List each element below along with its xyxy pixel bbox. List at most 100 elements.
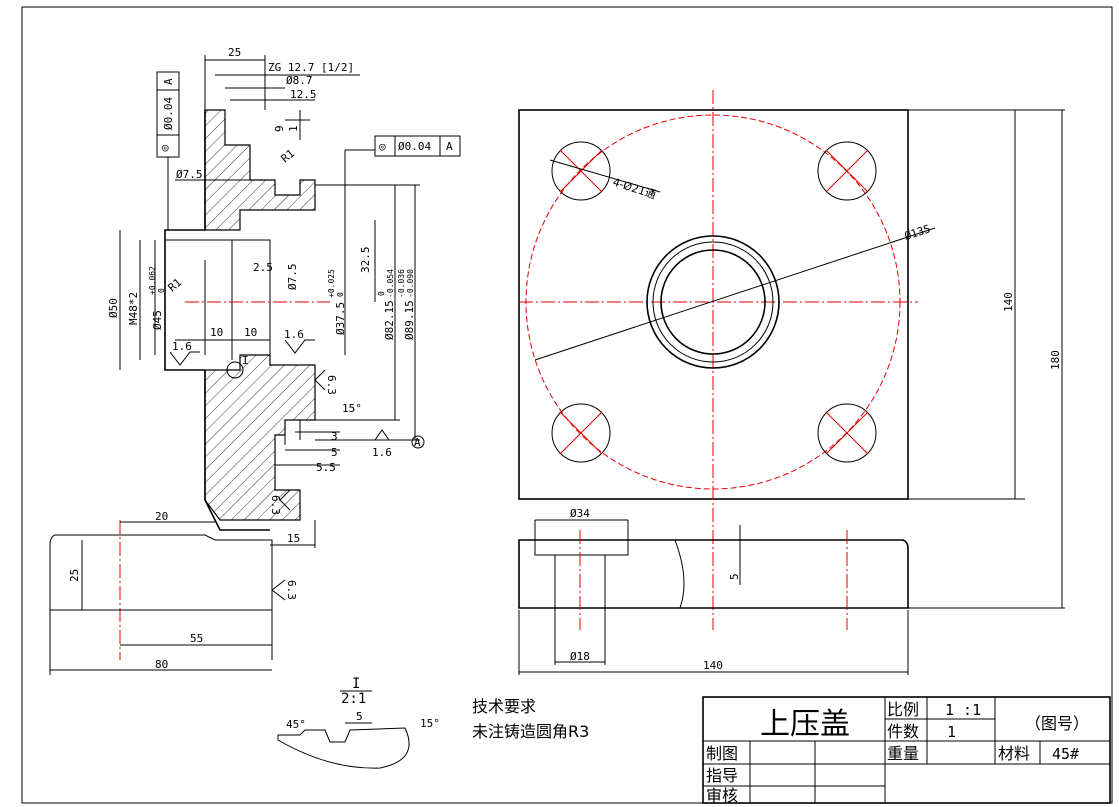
inner-bore — [224, 110, 315, 196]
detail-title: I — [352, 676, 360, 692]
tol-h-value: Ø0.04 — [398, 140, 431, 153]
dim-angle15: 15° — [342, 402, 362, 415]
dim-d37-5-tol-low: 0 — [336, 292, 345, 297]
datum-circle — [411, 435, 425, 449]
rough-f: 6.3 — [285, 580, 298, 600]
dim-d15: 15 — [287, 532, 300, 545]
rough-a: 1.6 — [172, 340, 192, 353]
dim-zg: ZG 12.7 [1/2] — [268, 61, 354, 74]
tolerance-frame-vertical: A Ø0.04 ◎ — [156, 71, 180, 230]
part-name: 上压盖 — [760, 707, 850, 742]
tol-v-value: Ø0.04 — [162, 97, 175, 130]
right-plan-view: 4-Ø21通 Ø135 140 180 — [518, 90, 1065, 675]
detail-dim5: 5 — [356, 710, 363, 723]
dim-18: Ø18 — [570, 650, 590, 663]
tol-h-symbol: ◎ — [379, 140, 386, 153]
dim-d10-a: 10 — [210, 326, 223, 339]
outer-profile — [164, 110, 270, 531]
dim-d7-5-top: Ø7.5 — [176, 168, 203, 181]
dim-d89-15-tol-up: -0.036 — [397, 269, 406, 298]
dim-d89-15-tol-low: -0.090 — [406, 269, 415, 298]
dim-d32-5: 32.5 — [359, 247, 372, 274]
dim-d45-tol-low: 0 — [157, 288, 166, 293]
dim-d10-b: 10 — [244, 326, 257, 339]
dim-d5: 5 — [331, 446, 338, 459]
dim-d2-5: 2.5 — [253, 261, 273, 274]
front-hatch-left — [518, 539, 556, 609]
inner-step — [165, 239, 271, 355]
weight-label: 重量 — [887, 744, 919, 763]
plan-dim-lines — [908, 109, 1065, 609]
drawing-number: （图号） — [1025, 714, 1089, 733]
base-plate — [49, 534, 273, 611]
dim-d20: 20 — [155, 510, 168, 523]
dim-d25-base: 25 — [68, 569, 81, 582]
bolt-circle — [525, 114, 901, 490]
dim-d9: 9 — [273, 125, 286, 132]
material-value: 45# — [1052, 745, 1079, 763]
dim-d12-5: 12.5 — [290, 88, 317, 101]
detail-angle15: 15° — [420, 717, 440, 730]
pcd-leader — [534, 227, 936, 361]
guided-by-label: 指导 — [706, 766, 738, 785]
dim-r1-top: R1 — [279, 147, 298, 165]
rough-d: 6.3 — [325, 375, 338, 395]
dim-d25: 25 — [228, 46, 241, 59]
detail-view: I 2:1 45° 5 15° — [277, 676, 440, 769]
notes-line1: 未注铸造圆角R3 — [472, 722, 589, 741]
rough-e: 6.3 — [269, 495, 282, 515]
dim-d37-5-tol-up: +0.025 — [327, 269, 336, 298]
scale-value: 1 :1 — [945, 701, 981, 719]
dim-d7-5-mid: Ø7.5 — [286, 264, 299, 291]
title-block: 上压盖 比例 1 :1 件数 1 （图号） 重量 材料 45# 制图 指导 审核 — [702, 696, 1111, 805]
dim-r1-left: R1 — [166, 276, 185, 294]
dim-34: Ø34 — [570, 507, 590, 520]
dim-d50: Ø50 — [107, 298, 120, 318]
technical-notes: 技术要求 未注铸造圆角R3 — [472, 697, 589, 741]
material-label: 材料 — [998, 744, 1030, 763]
dim-d82-15-tol-up: 0 — [377, 291, 386, 296]
rough-b: 1.6 — [284, 328, 304, 341]
dim-140-v: 140 — [1002, 292, 1015, 312]
detail-mark-label: I — [242, 354, 249, 367]
front-hatch-right — [604, 539, 685, 609]
dim-d8-7: Ø8.7 — [286, 74, 313, 87]
notes-heading: 技术要求 — [472, 697, 536, 716]
section-hatch-lower — [204, 354, 316, 521]
dim-d1: 1 — [287, 125, 300, 132]
detail-scale: 2:1 — [341, 691, 366, 707]
tol-h-datum: A — [446, 140, 453, 153]
dim-d82-15: Ø82.15 — [383, 300, 396, 340]
tol-v-symbol: ◎ — [162, 141, 169, 154]
dim-m48: M48*2 — [127, 292, 140, 325]
qty-label: 件数 — [887, 722, 919, 741]
dimension-lines — [50, 55, 420, 671]
checked-by-label: 审核 — [706, 786, 738, 805]
scale-label: 比例 — [887, 700, 919, 719]
front-dim-lines — [518, 519, 909, 675]
detail-circle — [226, 361, 244, 379]
drawn-by-label: 制图 — [706, 744, 738, 763]
drawing-frame — [21, 6, 1113, 804]
detail-angle45: 45° — [286, 718, 306, 731]
tolerance-frame-horizontal: ◎ Ø0.04 A — [374, 135, 461, 157]
bolt-holes — [551, 141, 877, 463]
rough-c: 1.6 — [372, 446, 392, 459]
dim-180-v: 180 — [1049, 350, 1062, 370]
boss-outer — [646, 235, 780, 369]
front-outline — [518, 539, 909, 609]
dim-d55: 55 — [190, 632, 203, 645]
dim-d89-15: Ø89.15 — [403, 300, 416, 340]
holes-leader — [549, 159, 661, 193]
roughness-marks — [169, 339, 390, 601]
holes-label: 4-Ø21通 — [611, 175, 657, 201]
dim-d3: 3 — [331, 430, 338, 443]
dim-140-h: 140 — [703, 659, 723, 672]
boss-inner — [652, 241, 774, 363]
bore-circle — [660, 249, 766, 355]
dim-5: 5 — [728, 573, 741, 580]
dim-d82-15-tol-low: -0.054 — [386, 269, 395, 298]
dim-d45-tol-up: +0.062 — [148, 266, 157, 295]
left-section-view: A Ø0.04 ◎ ◎ Ø0.04 A A 25 ZG 12.7 [1/2] Ø… — [49, 46, 461, 675]
dim-d80: 80 — [155, 658, 168, 671]
